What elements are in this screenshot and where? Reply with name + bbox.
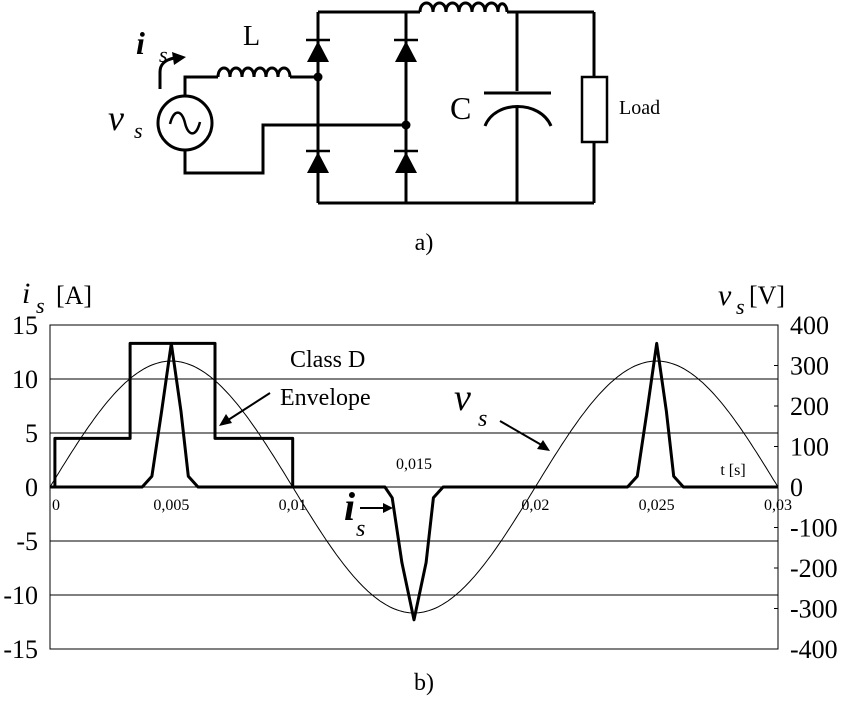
current-direction-arrow-icon (158, 52, 186, 89)
inductor-label: L (243, 21, 260, 52)
x-tick-label: 0,015 (396, 456, 432, 473)
x-axis-ticks: 0 0,005 0,01 0,015 0,02 0,025 0,03 (52, 456, 792, 514)
y-tick-label-right: -200 (790, 554, 838, 583)
circuit-diagram (156, 1, 609, 205)
annotation-is-arrow-icon (360, 503, 393, 513)
capacitor-plate-curved (483, 105, 553, 127)
panel-b-label: b) (414, 670, 434, 696)
y-tick-label-left: -10 (3, 581, 38, 610)
series-class-d-envelope-line (50, 341, 295, 489)
y-axis-left-label-subscript: s (36, 293, 45, 318)
capacitor-label: C (450, 90, 471, 126)
y-axis-left-label-symbol: i (22, 277, 30, 310)
waveform-chart: 15 10 5 0 -5 -10 -15 400 300 200 100 0 -100 -200 -300… (3, 311, 837, 664)
x-tick-label: 0,01 (279, 497, 307, 514)
diode-bottom-left (306, 149, 330, 173)
diode-bottom-right (394, 149, 418, 173)
annotation-vs-subscript: s (478, 406, 487, 432)
source-current-subscript: s (159, 42, 168, 67)
y-tick-label-right: 200 (790, 392, 829, 421)
annotation-is-subscript: s (356, 516, 365, 542)
inductor-l-symbol (216, 66, 292, 78)
diode-top-right (394, 38, 418, 62)
diode-top-left (306, 38, 330, 62)
x-axis-label: t [s] (720, 462, 745, 479)
y-tick-label-right: -100 (790, 514, 838, 543)
y-tick-label-right: -400 (790, 635, 838, 664)
annotation-is-symbol: i (344, 484, 355, 529)
y-tick-label-left: -5 (16, 527, 38, 556)
y-tick-label-left: 15 (12, 311, 38, 340)
load-resistor-symbol (580, 75, 609, 144)
y-axis-left-label-unit: [A] (56, 281, 92, 310)
annotation-class-d-line1: Class D (290, 347, 365, 373)
y-tick-label-right: 400 (790, 311, 829, 340)
y-tick-label-right: 0 (790, 473, 803, 502)
junction-dot (401, 120, 411, 130)
annotation-vs-symbol: v (454, 377, 471, 419)
y-axis-left-ticks: 15 10 5 0 -5 -10 -15 (3, 311, 38, 664)
output-inductor-symbol (418, 1, 509, 13)
source-current-label: i (136, 25, 145, 61)
source-voltage-subscript: s (134, 118, 143, 143)
y-tick-label-left: 5 (25, 419, 38, 448)
source-voltage-label: v (108, 98, 124, 138)
annotation-envelope-arrow-icon (219, 392, 271, 426)
y-tick-label-right: 300 (790, 352, 829, 381)
diodes (306, 38, 418, 173)
y-axis-right-label-symbol: v (718, 279, 732, 312)
y-tick-label-right: -300 (790, 595, 838, 624)
x-tick-label: 0,02 (521, 497, 549, 514)
y-tick-label-right: 100 (790, 433, 829, 462)
x-tick-label: 0,025 (639, 497, 675, 514)
y-tick-label-left: -15 (3, 635, 38, 664)
sine-wave-icon (168, 111, 202, 135)
x-tick-label: 0,03 (764, 497, 792, 514)
y-axis-right-label-unit: [V] (749, 281, 785, 310)
grid-lines (50, 378, 778, 596)
load-label: Load (619, 97, 660, 119)
series-group (49, 341, 779, 622)
annotation-class-d-line2: Envelope (280, 385, 371, 411)
junction-dot (313, 72, 323, 82)
x-tick-label: 0,005 (153, 497, 189, 514)
y-axis-right-ticks: 400 300 200 100 0 -100 -200 -300 -400 (774, 311, 838, 664)
annotation-vs-arrow-icon (499, 420, 550, 451)
panel-a-label: a) (415, 230, 434, 256)
x-tick-label: 0 (52, 497, 60, 514)
y-tick-label-left: 0 (25, 473, 38, 502)
y-axis-right-label-subscript: s (736, 294, 745, 319)
wire (183, 75, 218, 96)
wire (183, 123, 406, 175)
series-is-line (50, 341, 778, 622)
y-tick-label-left: 10 (12, 365, 38, 394)
